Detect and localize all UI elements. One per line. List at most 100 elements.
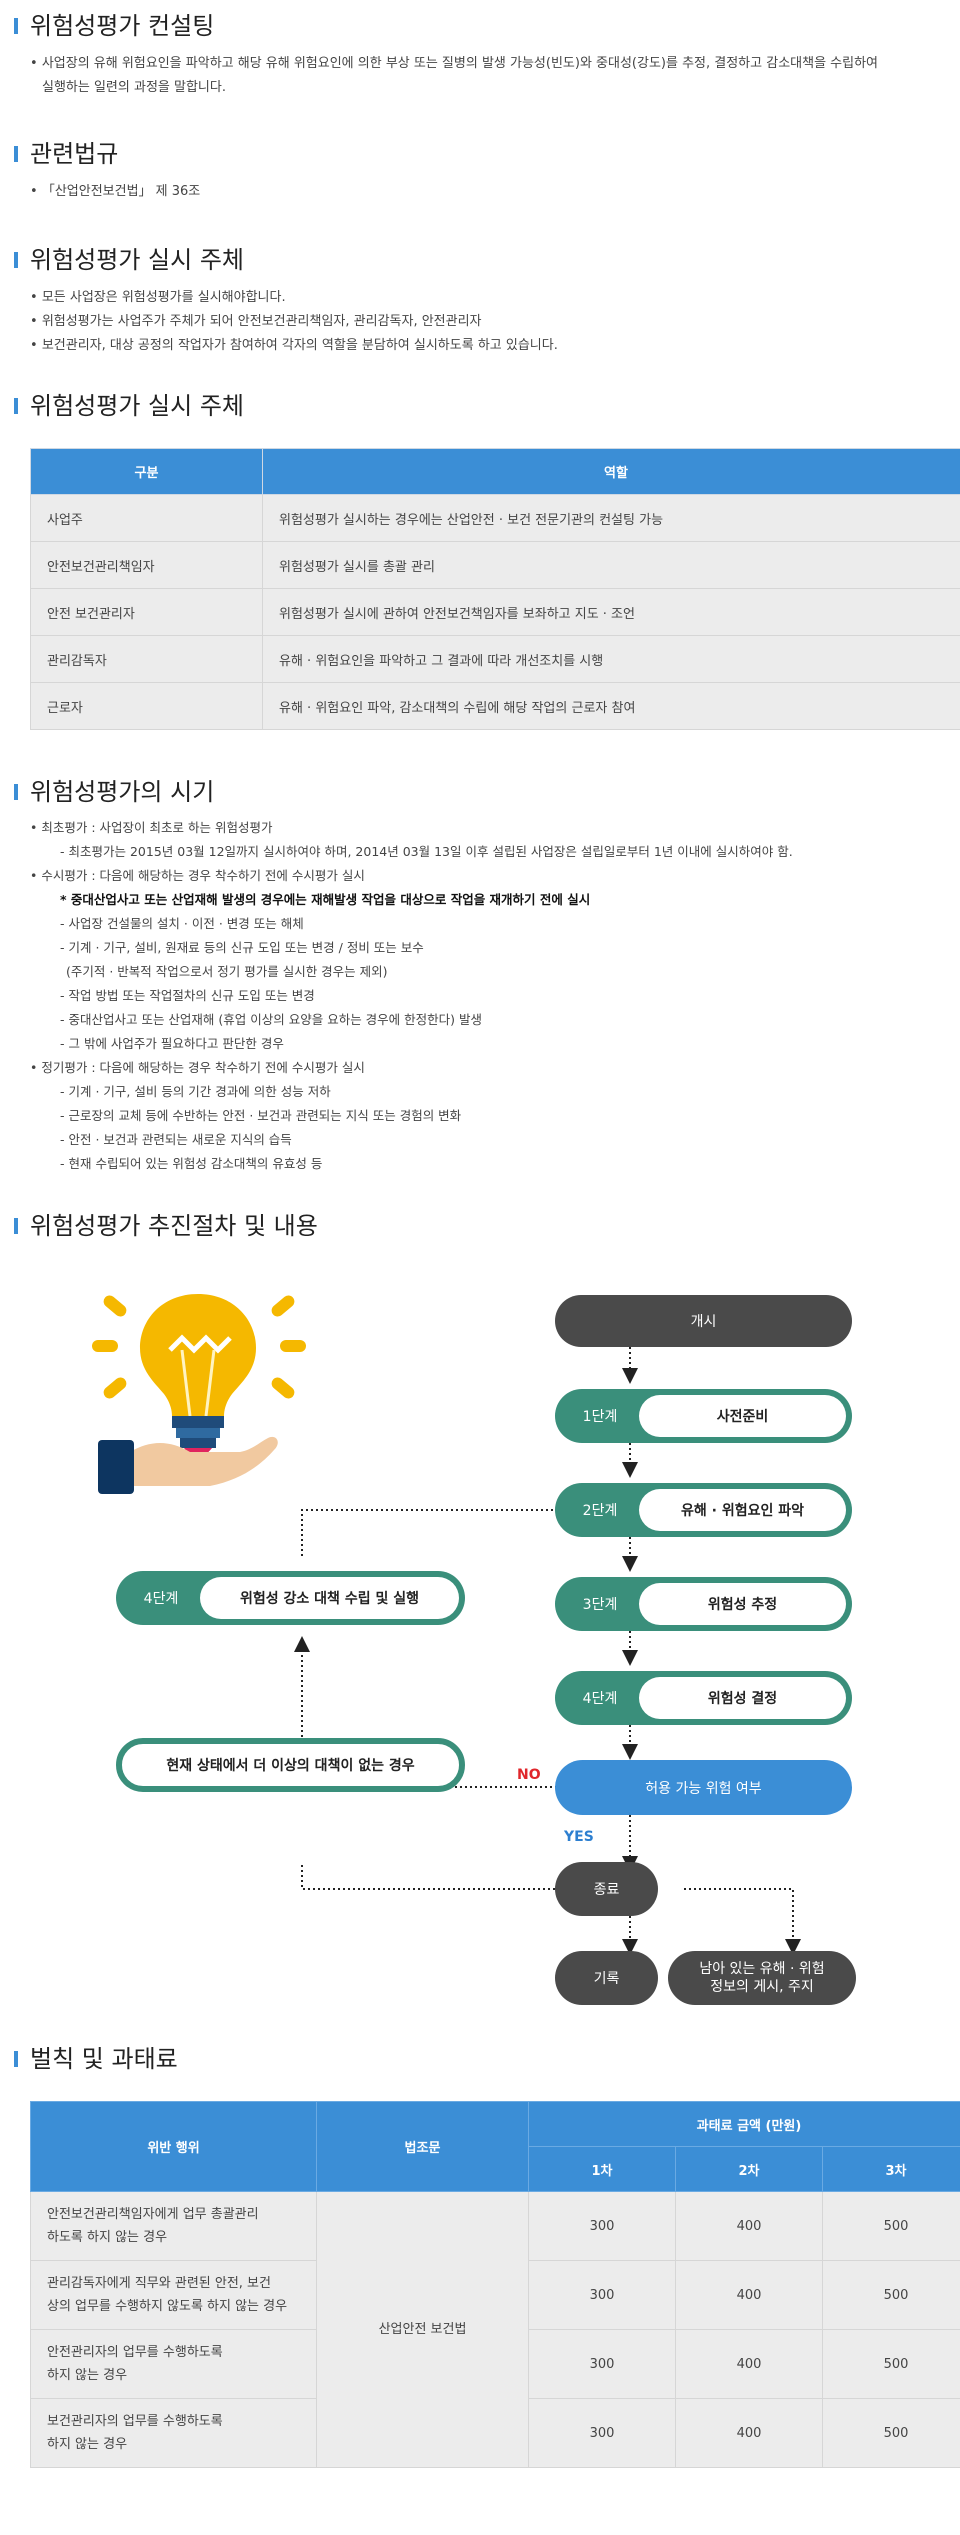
timing-line-14: - 안전 · 보건과 관련되는 새로운 지식의 습득 xyxy=(60,1132,292,1147)
penalty-cell-3rd: 500 xyxy=(822,2398,960,2468)
table-row: 안전 보건관리자 위험성평가 실시에 관하여 안전보건책임자를 보좌하고 지도 … xyxy=(30,588,960,636)
penalty-header-3rd: 3차 xyxy=(822,2146,960,2192)
penalty-header-amount: 과태료 금액 (만원) xyxy=(528,2101,960,2147)
timing-line-10: - 그 밖에 사업주가 필요하다고 판단한 경우 xyxy=(60,1036,284,1051)
consulting-line-2: 실행하는 일련의 과정을 말합니다. xyxy=(42,80,226,95)
flow-left-step-label: 4단계 xyxy=(143,1591,179,1607)
consulting-desc: 사업장의 유해 위험요인을 파악하고 해당 유해 위험요인에 의한 부상 또는 … xyxy=(30,52,940,100)
penalty-header-act: 위반 행위 xyxy=(30,2101,317,2192)
flow-step-4: 4단계 위험성 결정 xyxy=(555,1671,852,1725)
timing-line-12: - 기계 · 기구, 설비 등의 기간 경과에 의한 성능 저하 xyxy=(60,1084,331,1099)
flow-left-step-text: 위험성 강소 대책 수립 및 실행 xyxy=(200,1577,459,1619)
table-row: 관리감독자에게 직무와 관련된 안전, 보건 상의 업무를 수행하지 않도록 하… xyxy=(30,2260,960,2330)
penalty-act-line-1: 관리감독자에게 직무와 관련된 안전, 보건 xyxy=(47,2276,271,2291)
subject-line-3: 보건관리자, 대상 공정의 작업자가 참여하여 각자의 역할을 분담하여 실시하… xyxy=(30,334,940,358)
roles-cell-role: 위험성평가 실시에 관하여 안전보건책임자를 보좌하고 지도 · 조언 xyxy=(262,588,960,636)
timing-line-7: (주기적 · 반복적 작업으로서 정기 평가를 실시한 경우는 제외) xyxy=(66,964,388,979)
timing-line-11: 정기평가 : 다음에 해당하는 경우 착수하기 전에 수시평가 실시 xyxy=(30,1056,940,1080)
flow-step-2-text: 유해 · 위험요인 파악 xyxy=(639,1489,846,1531)
subject-line-1: 모든 사업장은 위험성평가를 실시해야합니다. xyxy=(30,286,940,310)
roles-header-category: 구분 xyxy=(30,448,263,495)
timing-line-3: 수시평가 : 다음에 해당하는 경우 착수하기 전에 수시평가 실시 xyxy=(30,864,940,888)
arrow-nomore-to-end xyxy=(301,1865,574,1897)
flow-no-more-measures: 현재 상태에서 더 이상의 대책이 없는 경우 xyxy=(116,1738,465,1792)
flow-step-3-text: 위험성 추정 xyxy=(639,1583,846,1625)
penalty-cell-1st: 300 xyxy=(528,2329,676,2399)
table-row: 보건관리자의 업무를 수행하도록 하지 않는 경우 300 400 500 xyxy=(30,2398,960,2468)
section-title-penalty: 벌칙 및 과태료 xyxy=(14,2045,178,2073)
penalty-header-row-1: 위반 행위 법조문 과태료 금액 (만원) xyxy=(30,2101,960,2192)
flow-step-3: 3단계 위험성 추정 xyxy=(555,1577,852,1631)
section-title-consulting: 위험성평가 컨설팅 xyxy=(14,12,214,40)
penalty-act-line-2: 하지 않는 경우 xyxy=(47,2437,128,2452)
penalty-cell-act: 안전보건관리책임자에게 업무 총괄관리 하도록 하지 않는 경우 xyxy=(30,2191,317,2261)
penalty-header-2nd: 2차 xyxy=(675,2146,823,2192)
flow-step-3-label: 3단계 xyxy=(582,1597,618,1613)
flow-no-label: NO xyxy=(517,1767,541,1783)
flow-yes-label: YES xyxy=(564,1829,594,1845)
penalty-act-line-1: 안전관리자의 업무를 수행하도록 xyxy=(47,2345,223,2360)
timing-line-4: * 중대산업사고 또는 산업재해 발생의 경우에는 재해발생 작업을 대상으로 … xyxy=(60,892,591,907)
penalty-cell-1st: 300 xyxy=(528,2260,676,2330)
timing-line-5: - 사업장 건설물의 설치 · 이전 · 변경 또는 해체 xyxy=(60,916,304,931)
table-row: 사업주 위험성평가 실시하는 경우에는 산업안전 · 보건 전문기관의 컨설팅 … xyxy=(30,494,960,542)
arrow-left-step-to-step2 xyxy=(301,1502,574,1556)
penalty-cell-law: 산업안전 보건법 xyxy=(316,2191,529,2468)
roles-header-role: 역할 xyxy=(262,448,960,495)
flow-step-4-text: 위험성 결정 xyxy=(639,1677,846,1719)
table-row: 안전보건관리책임자에게 업무 총괄관리 하도록 하지 않는 경우 산업안전 보건… xyxy=(30,2191,960,2468)
roles-cell-role: 위험성평가 실시하는 경우에는 산업안전 · 보건 전문기관의 컨설팅 가능 xyxy=(262,494,960,542)
lightbulb-hand-icon xyxy=(92,1294,306,1494)
table-row: 안전보건관리책임자 위험성평가 실시를 총괄 관리 xyxy=(30,541,960,589)
subject-desc: 모든 사업장은 위험성평가를 실시해야합니다. 위험성평가는 사업주가 주체가 … xyxy=(30,286,940,358)
timing-desc: 최초평가 : 사업장이 최초로 하는 위험성평가 - 최초평가는 2015년 0… xyxy=(30,816,940,1176)
timing-line-1: 최초평가 : 사업장이 최초로 하는 위험성평가 xyxy=(30,816,940,840)
penalty-header-law: 법조문 xyxy=(316,2101,529,2192)
penalty-cell-3rd: 500 xyxy=(822,2260,960,2330)
flow-remaining-risk: 남아 있는 유해 · 위험 정보의 게시, 주지 xyxy=(668,1951,856,2005)
flow-record: 기록 xyxy=(555,1951,658,2005)
flow-step-1-label: 1단계 xyxy=(582,1409,618,1425)
table-row: 안전관리자의 업무를 수행하도록 하지 않는 경우 300 400 500 xyxy=(30,2329,960,2399)
flow-step-1-text: 사전준비 xyxy=(639,1395,846,1437)
roles-cell-category: 관리감독자 xyxy=(30,635,263,683)
penalty-cell-2nd: 400 xyxy=(675,2260,823,2330)
penalty-table: 위반 행위 법조문 과태료 금액 (만원) 1차 2차 3차 안전보건관리책임자… xyxy=(30,2101,960,2468)
penalty-cell-1st: 300 xyxy=(528,2398,676,2468)
penalty-cell-act: 보건관리자의 업무를 수행하도록 하지 않는 경우 xyxy=(30,2398,317,2468)
timing-line-15: - 현재 수립되어 있는 위험성 감소대책의 유효성 등 xyxy=(60,1156,323,1171)
penalty-act-line-2: 하도록 하지 않는 경우 xyxy=(47,2230,168,2245)
flow-step-2-label: 2단계 xyxy=(582,1503,618,1519)
timing-line-8: - 작업 방법 또는 작업절차의 신규 도입 또는 변경 xyxy=(60,988,315,1003)
table-row: 근로자 유해 · 위험요인 파악, 감소대책의 수립에 해당 작업의 근로자 참… xyxy=(30,682,960,730)
consulting-line-1: 사업장의 유해 위험요인을 파악하고 해당 유해 위험요인에 의한 부상 또는 … xyxy=(30,52,940,76)
section-title-subject: 위험성평가 실시 주체 xyxy=(14,246,244,274)
roles-cell-role: 유해 · 위험요인을 파악하고 그 결과에 따라 개선조치를 시행 xyxy=(262,635,960,683)
arrow-end-remaining xyxy=(684,1888,801,1955)
penalty-act-line-1: 보건관리자의 업무를 수행하도록 xyxy=(47,2414,223,2429)
roles-header-row: 구분 역할 xyxy=(30,448,960,495)
flow-step-2: 2단계 유해 · 위험요인 파악 xyxy=(555,1483,852,1537)
law-line: 「산업안전보건법」 제 36조 xyxy=(30,180,940,204)
penalty-header-1st: 1차 xyxy=(528,2146,676,2192)
timing-line-6: - 기계 · 기구, 설비, 원재료 등의 신규 도입 또는 변경 / 정비 또… xyxy=(60,940,424,955)
timing-line-9: - 중대산업사고 또는 산업재해 (휴업 이상의 요양을 요하는 경우에 한정한… xyxy=(60,1012,482,1027)
flow-end: 종료 xyxy=(555,1862,658,1916)
penalty-cell-2nd: 400 xyxy=(675,2398,823,2468)
section-title-roles: 위험성평가 실시 주체 xyxy=(14,392,244,420)
flow-remaining-risk-line-1: 남아 있는 유해 · 위험 xyxy=(699,1961,825,1977)
section-title-law: 관련법규 xyxy=(14,140,118,168)
penalty-cell-2nd: 400 xyxy=(675,2329,823,2399)
penalty-act-line-2: 하지 않는 경우 xyxy=(47,2368,128,2383)
penalty-cell-1st: 300 xyxy=(528,2191,676,2261)
penalty-cell-act: 관리감독자에게 직무와 관련된 안전, 보건 상의 업무를 수행하지 않도록 하… xyxy=(30,2260,317,2330)
penalty-cell-2nd: 400 xyxy=(675,2191,823,2261)
timing-line-2: - 최초평가는 2015년 03월 12일까지 실시하여야 하며, 2014년 … xyxy=(60,844,793,859)
penalty-cell-3rd: 500 xyxy=(822,2329,960,2399)
flow-decision: 허용 가능 위험 여부 xyxy=(555,1760,852,1815)
subject-line-2: 위험성평가는 사업주가 주체가 되어 안전보건관리책임자, 관리감독자, 안전관… xyxy=(30,310,940,334)
roles-cell-category: 안전 보건관리자 xyxy=(30,588,263,636)
flow-step-4-label: 4단계 xyxy=(582,1691,618,1707)
flow-left-step: 4단계 위험성 강소 대책 수립 및 실행 xyxy=(116,1571,465,1625)
penalty-act-line-1: 안전보건관리책임자에게 업무 총괄관리 xyxy=(47,2207,259,2222)
